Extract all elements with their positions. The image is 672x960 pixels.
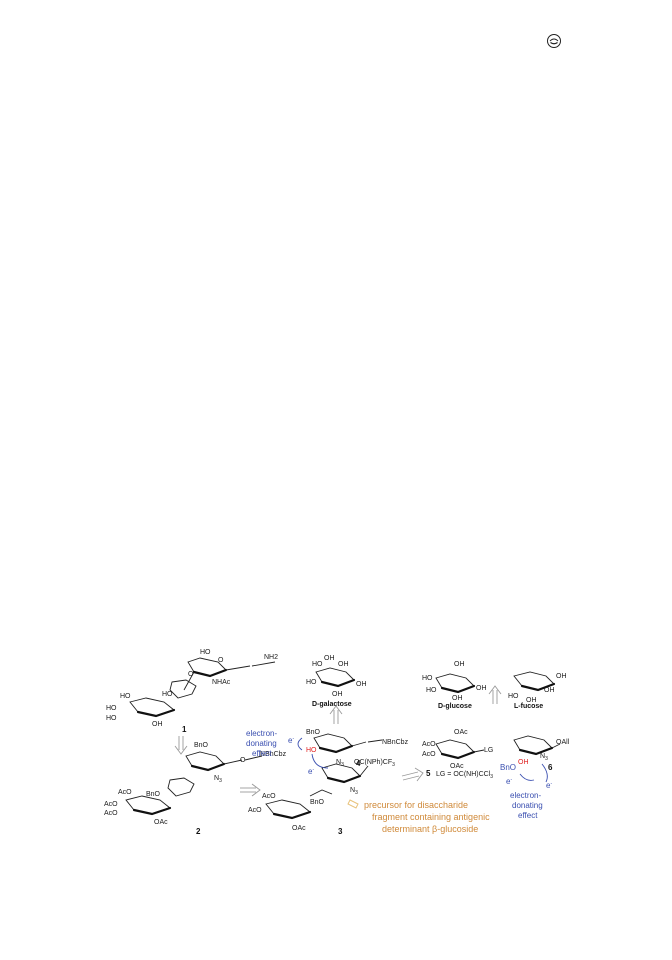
c3-label-n3: N3 (350, 787, 358, 796)
c1-label-nhac: NHAc (212, 679, 231, 686)
c2-label-o: O (240, 757, 246, 764)
retro-arrow-4 (329, 705, 343, 724)
compound-5: OAc AcO AcO LG OAc 5 LG = OC(NH)CCl3 (422, 729, 493, 780)
gal-label-3: OH (338, 661, 349, 668)
fuc-label-4: OH (526, 697, 537, 704)
c4-label-n3: N3 (336, 759, 344, 768)
compound-5-number: 5 (426, 769, 431, 778)
c2-label-bno: BnO (146, 791, 161, 798)
electron-left-line-1: electron- (246, 729, 277, 738)
electron-left-line-2: donating (246, 739, 277, 748)
glc-label-3: HO (426, 687, 437, 694)
electron-right-line-2: donating (512, 801, 543, 810)
d-galactose: HO OH OH HO OH OH D-galactose (306, 655, 367, 708)
c4-label-bno: BnO (306, 729, 321, 736)
c4-label-nbncbz: NBnCbz (382, 739, 409, 746)
d-glucose-label: D-glucose (438, 703, 472, 710)
e-minus-right-1: e- (506, 777, 512, 786)
c2-label-aco3: AcO (104, 810, 118, 817)
gal-label-5: OH (356, 681, 367, 688)
e-minus-right-2: e- (546, 781, 552, 790)
retrosynthesis-scheme: HO O NHAc NH2 O HO HO HO OH HO 1 (104, 649, 570, 836)
compound-1: HO O NHAc NH2 O HO HO HO OH HO 1 (106, 649, 278, 734)
glc-label-5: OH (452, 695, 463, 702)
fuc-label-2: OH (544, 687, 555, 694)
publisher-logo-icon (547, 34, 561, 48)
c1-label-ho-top: HO (200, 649, 211, 656)
compound-4-number: 4 (356, 759, 361, 768)
retro-arrow-2 (240, 783, 261, 797)
precursor-line-1: precursor for disaccharide (364, 800, 468, 810)
compound-2-number: 2 (196, 827, 201, 836)
c2-label-n3: N3 (214, 775, 222, 784)
c1-label-nh2: NH2 (264, 654, 278, 661)
glc-label-4: OH (476, 685, 487, 692)
electron-effect-right: e- e- electron- donating effect (506, 763, 552, 820)
compound-6: OAll N3 OH BnO 6 (500, 735, 570, 772)
c1-label-o1: O (218, 657, 224, 664)
c5-lg-definition: LG = OC(NH)CCl3 (436, 771, 493, 780)
gal-label-4: HO (306, 679, 317, 686)
fuc-label-1: OH (556, 673, 567, 680)
glc-label-1: OH (454, 661, 465, 668)
gal-label-1: HO (312, 661, 323, 668)
c5-label-aco1: AcO (422, 741, 436, 748)
d-galactose-label: D-galactose (312, 701, 352, 708)
gal-label-2: OH (324, 655, 335, 662)
e-minus-left-2: e- (308, 767, 314, 776)
glc-label-2: HO (422, 675, 433, 682)
c3-label-oc-nph-cf3: OC(NPh)CF3 (354, 759, 395, 768)
retro-arrow-3 (401, 767, 424, 782)
c3-label-bno: BnO (310, 799, 325, 806)
c2-label-nbncbz: NBnCbz (260, 751, 287, 758)
precursor-annotation: precursor for disaccharide fragment cont… (347, 799, 490, 834)
precursor-line-3: determinant β-glucoside (382, 824, 478, 834)
c1-label-ho-left2: HO (106, 715, 117, 722)
l-fucose: OH OH HO OH L-fucose (508, 671, 567, 710)
c3-label-aco2: AcO (248, 807, 262, 814)
electron-right-line-3: effect (518, 811, 538, 820)
compound-3-number: 3 (338, 827, 343, 836)
c1-label-oh: OH (152, 721, 163, 728)
c3-label-aco1: AcO (262, 793, 276, 800)
c5-label-oac: OAc (450, 763, 464, 770)
electron-left-line-3: effect (252, 749, 272, 758)
c1-label-ho-fuc: HO (162, 691, 173, 698)
c4-label-ho: HO (306, 747, 317, 754)
c3-label-oac: OAc (292, 825, 306, 832)
electron-effect-left: electron- donating effect e- e- (246, 729, 329, 776)
c6-label-oh: OH (518, 759, 529, 766)
retro-arrow-5 (488, 685, 502, 704)
c5-label-oac-top: OAc (454, 729, 468, 736)
c2-label-aco1: AcO (118, 789, 132, 796)
electron-right-line-1: electron- (510, 791, 541, 800)
c1-label-ho-mid: HO (120, 693, 131, 700)
c1-label-ho-left1: HO (106, 705, 117, 712)
c2-label-bno-top: BnO (194, 742, 209, 749)
compound-3: OC(NPh)CF3 N3 AcO AcO BnO OAc 3 (248, 759, 395, 836)
c2-label-oac: OAc (154, 819, 168, 826)
gal-label-6: OH (332, 691, 343, 698)
compound-6-number: 6 (548, 763, 553, 772)
fuc-label-3: HO (508, 693, 519, 700)
d-glucose: OH HO HO OH OH D-glucose (422, 661, 487, 710)
compound-1-number: 1 (182, 725, 187, 734)
compound-4: BnO HO N3 NBnCbz 4 (306, 729, 409, 768)
c6-label-bno: BnO (500, 763, 516, 772)
retro-arrow-1 (174, 736, 188, 755)
c5-label-lg: LG (484, 747, 493, 754)
compound-2: BnO O N3 NBnCbz AcO AcO AcO BnO OAc 2 (104, 742, 287, 836)
c6-label-n3: N3 (540, 753, 548, 762)
c1-label-o2: O (188, 671, 194, 678)
l-fucose-label: L-fucose (514, 703, 543, 710)
c5-label-aco2: AcO (422, 751, 436, 758)
precursor-line-2: fragment containing antigenic (372, 812, 490, 822)
c2-label-aco2: AcO (104, 801, 118, 808)
c6-label-oall: OAll (556, 739, 570, 746)
e-minus-left-1: e- (288, 736, 294, 745)
